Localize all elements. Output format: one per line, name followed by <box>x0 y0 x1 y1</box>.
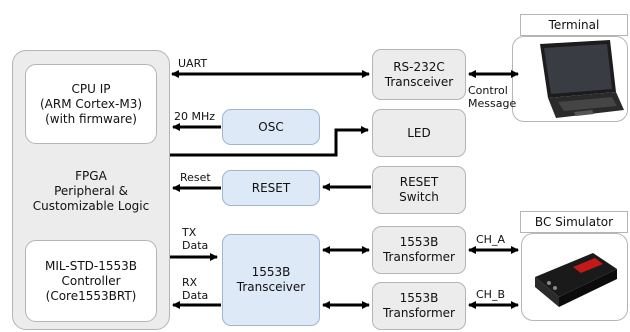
control-message-label: Control Message <box>468 84 517 110</box>
transformer-b-block: 1553B Transformer <box>372 282 466 330</box>
transceiver-1553b-block: 1553B Transceiver <box>222 234 320 326</box>
reset-signal-label: Reset <box>180 171 211 184</box>
rs232-transceiver-block: RS-232C Transceiver <box>372 49 466 100</box>
uart-label: UART <box>178 57 208 70</box>
ch-b-label: CH_B <box>476 288 505 301</box>
bc-simulator-title: BC Simulator <box>520 211 628 233</box>
cpu-ip-block: CPU IP (ARM Cortex-M3) (with firmware) <box>25 64 157 144</box>
led-block: LED <box>372 109 466 157</box>
laptop-icon <box>540 40 624 118</box>
fpga-label: FPGA Peripheral & Customizable Logic <box>32 168 150 213</box>
terminal-title: Terminal <box>520 14 628 36</box>
reset-switch-block: RESET Switch <box>372 166 466 214</box>
rx-data-label: RX Data <box>182 276 209 302</box>
ch-a-label: CH_A <box>476 233 505 246</box>
mil-std-controller-block: MIL-STD-1553B Controller (Core1553BRT) <box>25 240 157 322</box>
clock-20mhz-label: 20 MHz <box>174 110 216 123</box>
bc-simulator-device-icon <box>535 253 617 307</box>
reset-block: RESET <box>222 170 320 206</box>
osc-block: OSC <box>222 109 320 145</box>
transformer-a-block: 1553B Transformer <box>372 226 466 274</box>
tx-data-label: TX Data <box>182 226 209 252</box>
